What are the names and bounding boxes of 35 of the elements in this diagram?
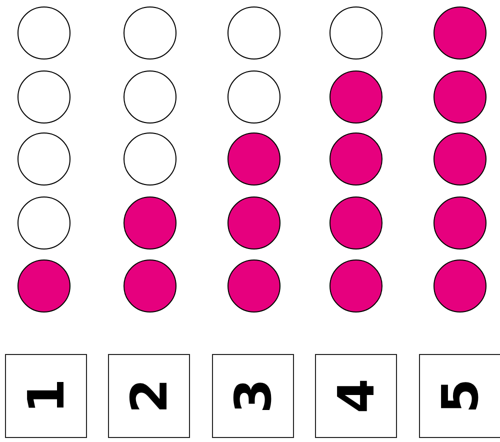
empty-dot bbox=[227, 70, 281, 124]
filled-dot bbox=[329, 132, 383, 186]
filled-dot bbox=[329, 196, 383, 250]
number-card bbox=[5, 354, 87, 438]
empty-dot bbox=[17, 6, 71, 60]
filled-dot bbox=[227, 196, 281, 250]
empty-dot bbox=[227, 6, 281, 60]
filled-dot bbox=[433, 259, 487, 313]
empty-dot bbox=[329, 6, 383, 60]
empty-dot bbox=[123, 6, 177, 60]
filled-dot bbox=[227, 132, 281, 186]
number-label: 4 bbox=[331, 378, 381, 414]
filled-dot bbox=[123, 196, 177, 250]
filled-dot bbox=[433, 132, 487, 186]
number-label: 2 bbox=[124, 378, 174, 414]
filled-dot bbox=[329, 70, 383, 124]
empty-dot bbox=[17, 132, 71, 186]
number-card bbox=[315, 354, 397, 438]
filled-dot bbox=[227, 259, 281, 313]
filled-dot bbox=[433, 196, 487, 250]
number-label: 1 bbox=[21, 378, 71, 414]
number-card bbox=[212, 354, 294, 438]
empty-dot bbox=[123, 70, 177, 124]
number-label: 3 bbox=[228, 378, 278, 414]
number-label: 5 bbox=[435, 378, 485, 414]
number-card bbox=[108, 354, 190, 438]
filled-dot bbox=[123, 259, 177, 313]
empty-dot bbox=[123, 132, 177, 186]
filled-dot bbox=[433, 6, 487, 60]
filled-dot bbox=[433, 70, 487, 124]
empty-dot bbox=[17, 70, 71, 124]
filled-dot bbox=[17, 259, 71, 313]
empty-dot bbox=[17, 196, 71, 250]
filled-dot bbox=[329, 259, 383, 313]
number-card bbox=[419, 354, 500, 438]
